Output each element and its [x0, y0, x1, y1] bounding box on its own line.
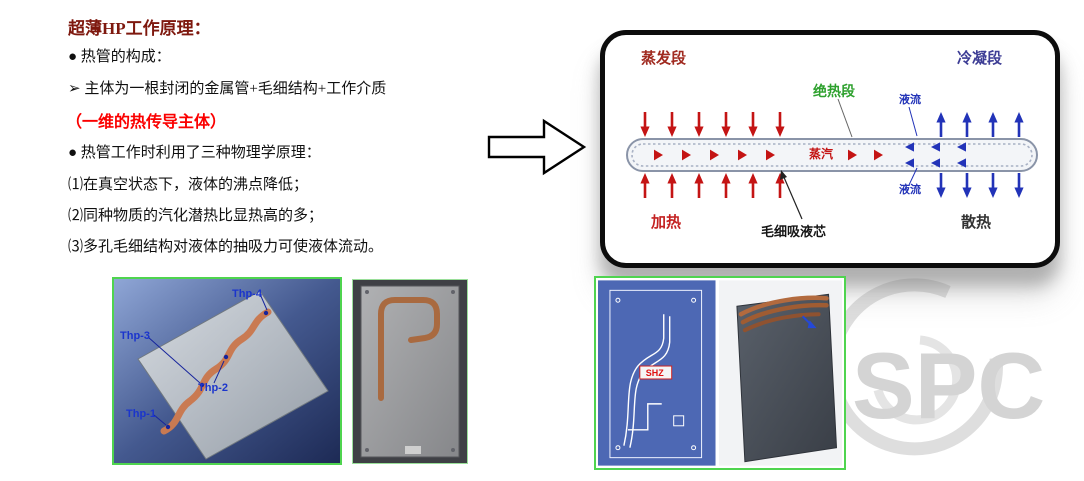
- label-thp4: Thp-4: [232, 288, 263, 300]
- figure-photo-heatpipe-plate: [352, 279, 468, 464]
- watermark-swirl-icon: [826, 278, 1003, 456]
- render-blue-annotation: [801, 315, 817, 329]
- label-heating: 加热: [651, 215, 682, 231]
- principle-2-latent-heat: ⑵同种物质的汽化潜热比显热高的多；: [68, 208, 324, 224]
- label-adiabatic-section: 绝热段: [813, 85, 855, 100]
- label-vapor: 蒸汽: [809, 147, 834, 161]
- liquid-bottom-leader-line: [908, 167, 918, 186]
- blueprint-image: SHZ: [598, 280, 716, 466]
- bullet-main-body: ➢ 主体为一根封闭的金属管+毛细结构+工作介质: [68, 81, 387, 97]
- blueprint-tag-text: SHZ: [646, 368, 664, 378]
- label-thp3: Thp-3: [120, 330, 150, 342]
- cad-plate-image: Thp-4 Thp-3 Thp-2 Thp-1: [114, 279, 340, 463]
- label-thp1: Thp-1: [126, 408, 156, 420]
- copper-heat-pipe: [160, 308, 272, 435]
- heat-pipe-diagram: 蒸发段 绝热段 冷凝段 液流 液流 蒸汽 加热 毛细吸液芯 散热: [600, 30, 1060, 268]
- label-heat-dissipation: 散热: [961, 215, 992, 231]
- leader-lines: [780, 98, 918, 220]
- wick-leader-line: [782, 174, 803, 220]
- heat-pipe-schematic: [626, 98, 1038, 220]
- figure-cad-heatpipe-plate: Thp-4 Thp-3 Thp-2 Thp-1: [112, 277, 342, 465]
- metal-plate: [360, 285, 460, 458]
- plate-shape: [137, 290, 329, 460]
- cad-leader-lines: [147, 293, 269, 430]
- vapor-flow-arrows: [654, 149, 883, 161]
- wick-texture: [631, 143, 1033, 167]
- copper-tube: [378, 297, 440, 401]
- watermark-text: SPC: [852, 333, 1045, 438]
- block-arrow-shape: [487, 118, 587, 176]
- label-condensation-section: 冷凝段: [957, 51, 1003, 67]
- plate-sticker: [405, 446, 421, 454]
- watermark-swirl-inner-icon: [873, 335, 962, 425]
- principle-1-boiling-point: ⑴在真空状态下，液体的沸点降低；: [68, 177, 309, 193]
- page-title: 超薄HP工作原理：: [68, 19, 211, 38]
- blueprint-outline: [609, 289, 703, 459]
- liquid-return-arrows: [905, 142, 966, 168]
- render-copper-pipes: [738, 295, 829, 333]
- figure-drawing-and-render: SHZ: [594, 276, 846, 470]
- principle-3-capillary-suction: ⑶多孔毛细结构对液体的抽吸力可使液体流动。: [68, 239, 384, 255]
- label-evaporation-section: 蒸发段: [641, 51, 687, 67]
- label-liquid-flow-top: 液流: [899, 94, 921, 106]
- blueprint-tag-box: [639, 365, 673, 380]
- label-liquid-flow-bottom: 液流: [899, 184, 921, 196]
- render-image: [718, 280, 842, 466]
- label-thp2: Thp-2: [198, 382, 228, 394]
- bullet-three-principles: ● 热管工作时利用了三种物理学原理：: [68, 145, 321, 161]
- blueprint-details: [615, 297, 697, 451]
- block-arrow-right-icon: [487, 118, 587, 176]
- label-capillary-wick: 毛细吸液芯: [761, 224, 827, 239]
- spc-watermark: SPC: [826, 278, 1045, 456]
- liquid-top-leader-line: [908, 106, 918, 137]
- wick-leader-arrowhead: [780, 170, 787, 180]
- bullet-composition: ● 热管的构成：: [68, 49, 171, 65]
- bullet-emphasis-1d-conduction: （一维的热传导主体）: [66, 114, 227, 131]
- photo-plate-image: [353, 280, 467, 463]
- adiabatic-leader-line: [837, 98, 853, 138]
